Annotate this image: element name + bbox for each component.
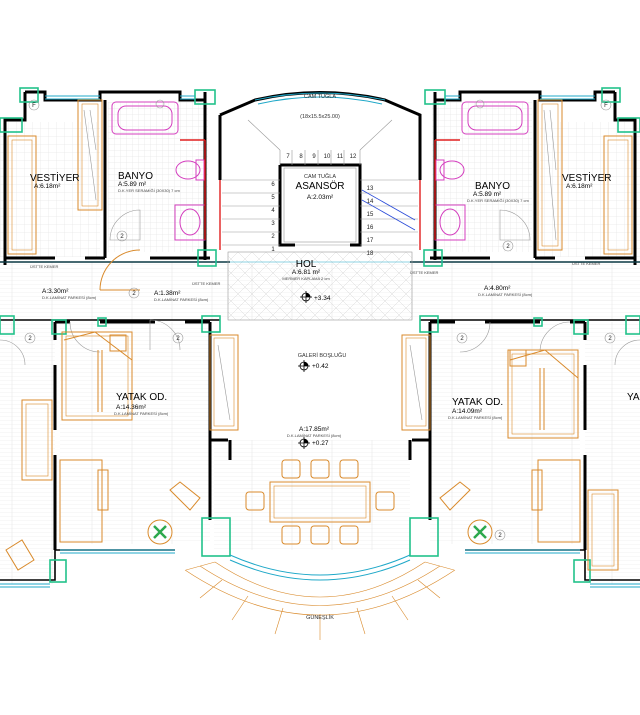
stair-number: 3 [271,221,275,227]
stair-number: 16 [367,225,374,231]
door-marks: F F 2 2 2 2 2 2 2 2 [24,99,616,541]
beam-label: ÜSTTE KEMER [572,261,601,266]
corridor-doors [0,249,640,366]
stair-number: 1 [271,247,275,253]
stair-number: 5 [271,195,275,201]
door-mark: 2 [132,291,136,297]
room-note: MERMER KAPLAMA 2 cm [282,276,330,281]
stair-number: 14 [367,199,374,205]
beam-labels: ÜSTTE KEMER ÜSTTE KEMER ÜSTTE KEMER ÜSTT… [30,261,601,286]
banyo-left [109,99,206,241]
door-mark: 2 [28,336,32,342]
stair-numbers: 7 8 9 10 11 12 6 5 4 3 2 1 13 14 15 16 1… [271,154,374,257]
room-name: BANYO [475,181,510,192]
yatak-left [5,331,239,571]
door-mark: 2 [506,244,510,250]
stair-number: 17 [367,238,374,244]
room-area: A:5.89 m² [118,181,147,188]
door-mark: 2 [176,336,180,342]
level-value: +0.27 [312,440,329,447]
level-value: +0.42 [312,363,329,370]
vestiyer-left [7,99,103,255]
columns [0,87,640,583]
room-name: VESTİYER [562,171,611,184]
hol-area [227,251,413,321]
stair-number: 7 [286,154,290,160]
vestiyer-right [537,99,633,255]
stair-dimensions: (18x15.5x25.00) [300,114,340,120]
room-note: D.K.LAMİNAT PARKESİ (8cm) [42,295,97,300]
level-markers [298,291,312,449]
door-mark: F [32,103,36,109]
room-labels: VESTİYER A:6.18m² BANYO A:5.89 m² D.K.YE… [30,93,640,621]
yatak-right [401,334,619,571]
room-area: A:2.03m² [307,194,334,201]
stair-number: 12 [350,154,357,160]
door-mark: 2 [608,336,612,342]
room-name: YATAK OD. [452,397,503,408]
windows [0,92,640,588]
room-area: A:6.18m² [566,183,593,190]
stair-number: 15 [367,212,374,218]
stair-number: 6 [271,182,275,188]
room-note: D.K.YER SERAMİĞİ (30X30) 7 cm [467,198,529,203]
room-name: HOL [296,259,317,270]
door-mark: 2 [498,533,502,539]
level-value: +3.34 [314,295,331,302]
banyo-right [434,99,531,241]
floor-finishes [0,102,640,584]
elevator-shaft [283,167,357,246]
stair-number: 18 [367,251,374,257]
beam-label: ÜSTTE KEMER [410,270,439,275]
room-note: D.K.LAMİNAT PARKESİ (8cm) [478,292,533,297]
room-name: VESTİYER [30,171,79,184]
room-name: CAM TUĞLA [304,173,336,180]
dining-set [245,459,395,545]
room-note: D.K.LAMİNAT PARKESİ (8cm) [287,433,342,438]
stair-number: 9 [312,154,316,160]
room-area: A:14.36m² [116,404,147,411]
stair-number: 13 [367,186,374,192]
beam-label: ÜSTTE KEMER [30,264,59,269]
stairs [219,119,421,250]
beam-label: ÜSTTE KEMER [192,281,221,286]
stair-number: 8 [299,154,303,160]
room-name: GALERİ BOŞLUĞU [298,352,347,359]
stair-number: 11 [337,154,344,160]
room-area: A:3.30m² [42,288,69,295]
door-mark: 2 [120,234,124,240]
room-name: YATAK OD. [116,392,167,403]
guneslik-terrace [184,561,456,640]
stair-number: 2 [271,234,275,240]
room-note: D.K.LAMİNAT PARKESİ (8cm) [448,415,503,420]
room-area: A:4.80m² [484,285,511,292]
room-name: CAM TUĞLA [304,93,336,100]
room-area: A:1.38m² [154,290,181,297]
room-note: D.K.YER SERAMİĞİ (30X30) 7 cm [118,188,180,193]
room-area: A:17.85m² [299,426,330,433]
room-area: A:14.09m² [452,408,483,415]
door-mark: F [604,103,608,109]
room-area: A:6.18m² [34,183,61,190]
room-note: D.K.LAMİNAT PARKESİ (8cm) [154,297,209,302]
room-name: GÜNEŞLİK [306,614,334,621]
door-mark: 2 [460,336,464,342]
stair-number: 4 [271,208,275,214]
room-name: YA [627,392,640,403]
room-name: BANYO [118,171,153,182]
room-area: A:6.81 m² [292,269,321,276]
room-name: ASANSÖR [296,180,345,192]
room-area: A:5.89 m² [473,191,502,198]
room-note: D.K.LAMİNAT PARKESİ (8cm) [114,411,169,416]
stair-number: 10 [324,154,331,160]
